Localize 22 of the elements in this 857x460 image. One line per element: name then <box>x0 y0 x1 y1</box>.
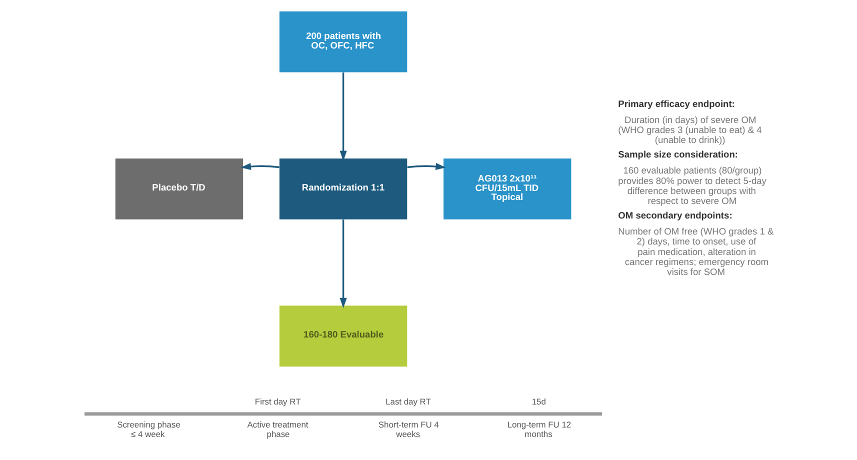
label: Last day RT <box>386 396 431 407</box>
label: Long-term FU 12 months <box>507 419 572 439</box>
arrow <box>407 162 446 170</box>
label: Number of OM free (WHO grades 1 & 2) days, time to onset, use of pain medication, alteration in cancer regimens; emergency room visits for SOM <box>618 226 774 278</box>
label: OM secondary endpoints: <box>618 210 732 220</box>
label: 160 evaluable patients (80/group) provides 80% power to detect 5-day difference between groups with respect to severe OM <box>618 166 766 206</box>
label: Sample size consideration: <box>618 150 738 160</box>
arrow <box>340 220 347 308</box>
label: Primary efficacy endpoint: <box>618 98 735 109</box>
node-box: 160-180 Evaluable <box>279 306 408 367</box>
label: Duration (in days) of severe OM (WHO grades 3 (unable to eat) & 4 (unable to drink)) <box>618 114 762 146</box>
label: Active treatment phase <box>247 419 308 439</box>
arrow <box>240 162 280 170</box>
label: First day RT <box>254 396 301 407</box>
node-box: Randomization 1:1 <box>279 158 408 220</box>
label: 15d <box>532 396 546 407</box>
label: Short-term FU 4 weeks <box>378 419 439 439</box>
node-box: Placebo T/D <box>115 158 244 220</box>
label: Screening phase ≤ 4 week <box>117 419 180 439</box>
node-box: AG013 2x10¹¹ CFU/15mL TID Topical <box>444 158 572 220</box>
arrow <box>340 72 347 161</box>
node-box: 200 patients with OC, OFC, HFC <box>279 11 408 72</box>
